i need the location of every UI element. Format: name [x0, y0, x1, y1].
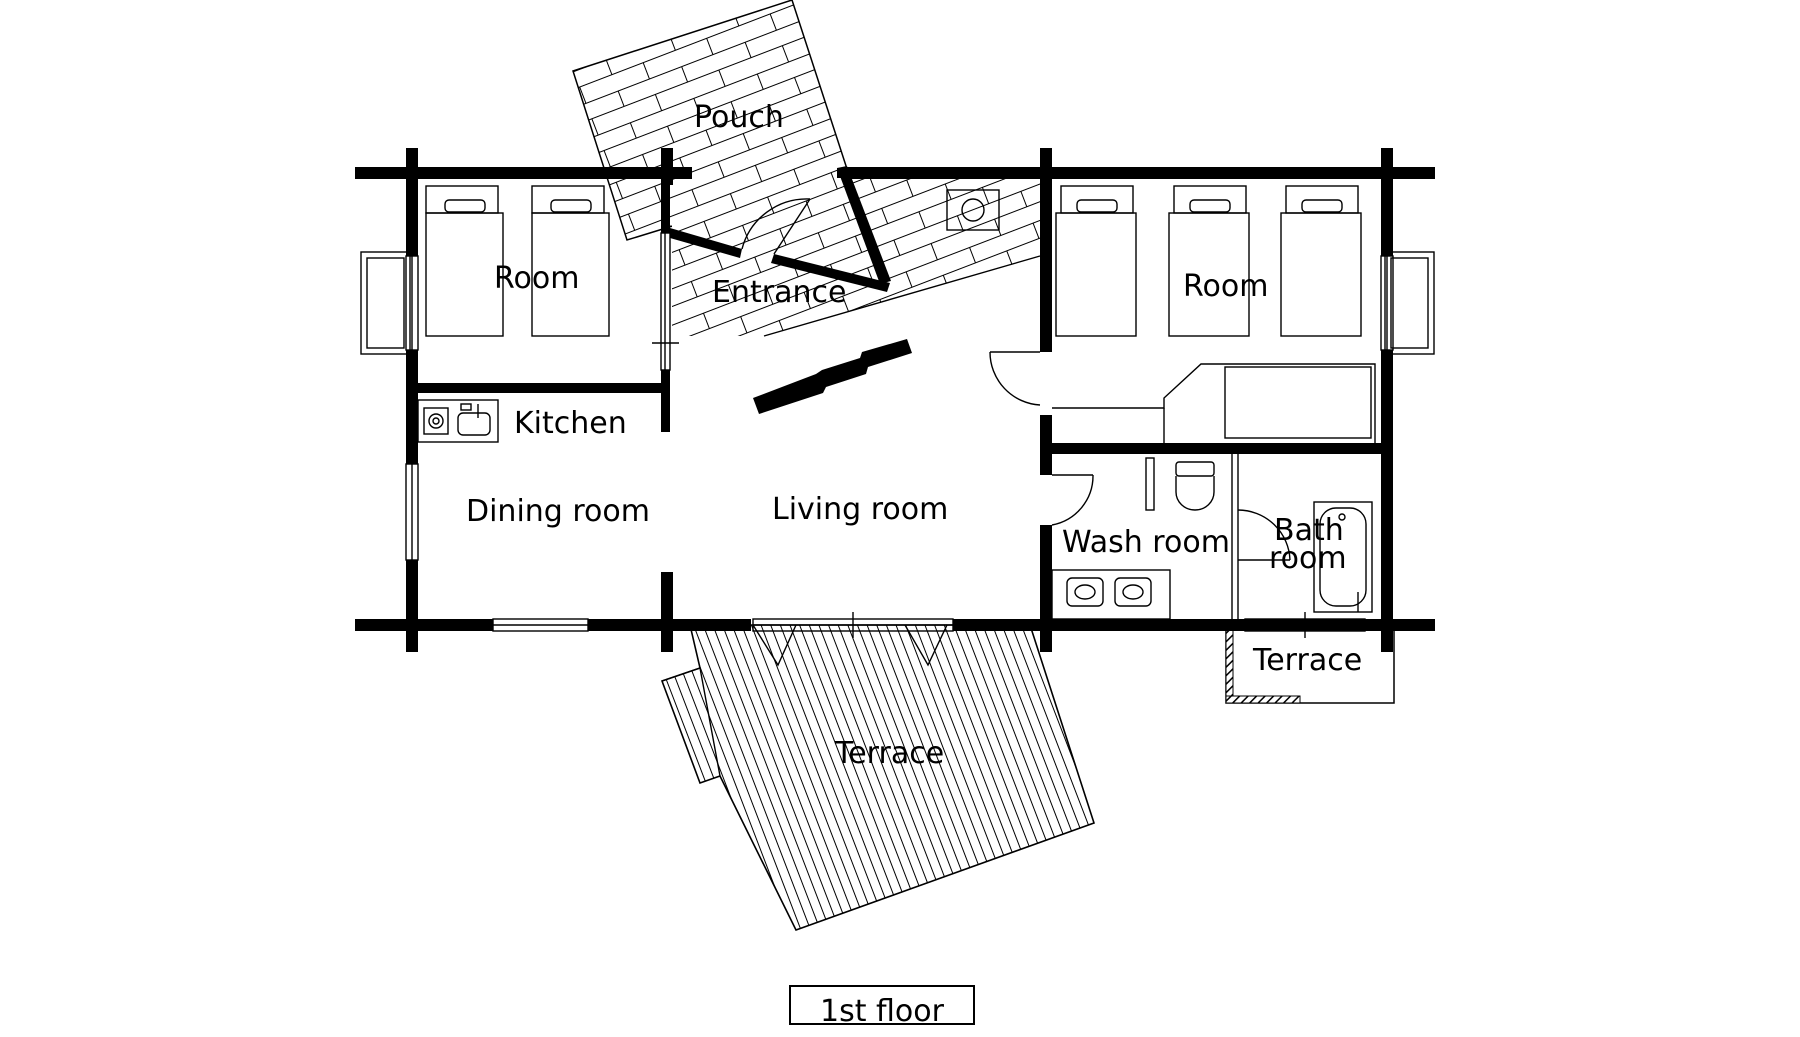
pouch-label: Pouch — [694, 100, 784, 135]
room-left-label: Room — [494, 261, 579, 296]
floor-plan: Pouch Room Entrance Room Kitchen Dining … — [355, 0, 1435, 931]
walls — [355, 148, 1435, 652]
terrace-small-area — [1225, 622, 1395, 704]
terrace-small-label: Terrace — [1252, 643, 1362, 678]
beds-right — [1055, 185, 1362, 337]
wash-room-label: Wash room — [1062, 525, 1230, 560]
terrace-large-area — [660, 624, 1095, 931]
bath-room-label-line1: Bath — [1274, 513, 1344, 548]
entrance-floor — [672, 172, 1040, 336]
room-right-label: Room — [1183, 269, 1268, 304]
kitchen-label: Kitchen — [514, 406, 627, 441]
kitchen-counter — [417, 399, 499, 443]
entrance-label: Entrance — [712, 275, 846, 310]
floor-label: 1st floor — [789, 985, 975, 1029]
living-room-label: Living room — [772, 492, 948, 527]
terrace-large-label: Terrace — [834, 736, 944, 771]
beds-left — [425, 185, 610, 337]
dining-room-label: Dining room — [466, 494, 650, 529]
bath-room-label-line2: room — [1269, 541, 1347, 576]
